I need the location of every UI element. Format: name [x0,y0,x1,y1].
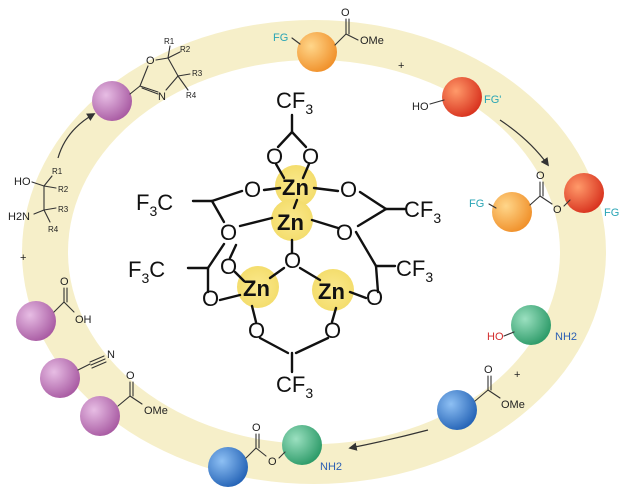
blue-sphere-bottom [208,447,248,487]
f3c-left-upper: F3C [136,190,173,219]
zn-right: Zn [318,279,345,304]
zn-center: Zn [277,210,304,235]
o-carbonyl-top: O [341,7,350,19]
cf3-right-lower: CF3 [396,256,433,285]
green-sphere-bottom [282,425,322,465]
blue-sphere-right [437,390,477,430]
plus-right: + [514,369,520,381]
r2-aminoalcohol: R2 [58,185,69,194]
zn-highlight-top [275,165,317,207]
ho-label-aminoalcohol: HO [14,176,31,188]
o-left-mid: O [220,220,237,245]
o-right-upper: O [340,177,357,202]
o-left-lower: O [220,254,237,279]
r3-aminoalcohol: R3 [58,205,69,214]
nitrile-purple: N [40,349,115,398]
orange-sphere-right [492,192,532,232]
ester-purple: O OMe [80,370,168,436]
oh-label-acid: OH [75,314,92,326]
oxazoline-product: O N R1 R2 R3 R4 [92,37,203,121]
ome-label-purple: OMe [144,405,168,417]
orange-sphere-top [297,32,337,72]
plus-left: + [20,252,26,264]
ome-label-top: OMe [360,35,384,47]
ho-label-red: HO [412,101,429,113]
nh2-label-bottom: NH2 [320,461,342,473]
o-top-left: O [266,144,283,169]
r1-oxazoline: R1 [164,37,175,46]
zn-top: Zn [282,175,309,200]
cf3-top-label: CF3 [276,88,313,117]
methyl-ester-orange: FG O OMe [273,7,384,72]
o-bottom-left: O [248,318,265,343]
fg-prime-label: FG' [484,94,501,106]
purple-sphere-nitrile [40,358,80,398]
red-sphere [442,77,482,117]
purple-sphere-ester [80,396,120,436]
aminoalcohol-substrate: HO R1 R2 R3 R4 H2N [8,167,69,234]
zinc-cluster: CF3 O O Zn O O F3C CF3 Zn O O O O F3C CF… [128,88,441,401]
cluster-bonds [186,113,407,374]
purple-sphere-oxazoline [92,81,132,121]
fg-right-diester: FG [604,207,619,219]
arrow-left-up [57,113,96,159]
o-bottom-right: O [324,318,341,343]
arrow-bottom-left [348,429,429,451]
plus-top: + [398,60,404,72]
diester-product: FG O O FG [469,170,619,232]
zn-highlight-center [271,199,313,241]
zn-left: Zn [243,276,270,301]
r2-oxazoline: R2 [180,45,191,54]
zn-highlight-left [237,266,279,308]
o-ester-diester: O [553,204,562,216]
n-label-oxazoline: N [158,91,166,103]
o-carbonyl-acid: O [60,276,69,288]
n-label-nitrile: N [107,349,115,361]
r4-oxazoline: R4 [186,91,197,100]
o-ester-bottom: O [268,456,277,468]
o-left-upper: O [244,177,261,202]
red-sphere-right [564,173,604,213]
cf3-bottom-label: CF3 [276,372,313,401]
h2n-label-aminoalcohol: H2N [8,211,30,223]
o-right-mid: O [336,220,353,245]
amine-ester-product: O O NH2 [208,422,342,487]
f3c-left-lower: F3C [128,257,165,286]
o-center: O [284,248,301,273]
ome-label-blue: OMe [501,399,525,411]
o-top-right: O [302,144,319,169]
o-left-bottom: O [202,286,219,311]
arrow-right-down [499,119,549,167]
cycle-ring [22,20,606,484]
purple-sphere-acid [16,301,56,341]
r4-aminoalcohol: R4 [48,225,59,234]
ho-label-green: HO [487,331,504,343]
o-carbonyl-diester: O [536,170,545,182]
o-carbonyl-bottom: O [252,422,261,434]
r3-oxazoline: R3 [192,69,203,78]
o-right-bottom: O [366,285,383,310]
acid-purple: O OH [16,276,92,341]
alcohol-red: HO FG' [412,77,501,117]
ester-blue: O OMe [437,364,525,430]
green-sphere [511,305,551,345]
amino-alcohol-green: HO NH2 [487,305,577,345]
nh2-label-green: NH2 [555,331,577,343]
fg-left-diester: FG [469,198,484,210]
fg-label-top: FG [273,32,288,44]
cf3-right-upper: CF3 [404,197,441,226]
o-label-oxazoline: O [146,55,155,67]
o-carbonyl-blue: O [484,364,493,376]
zn-highlight-right [312,269,354,311]
o-carbonyl-purple: O [126,370,135,382]
r1-aminoalcohol: R1 [52,167,63,176]
